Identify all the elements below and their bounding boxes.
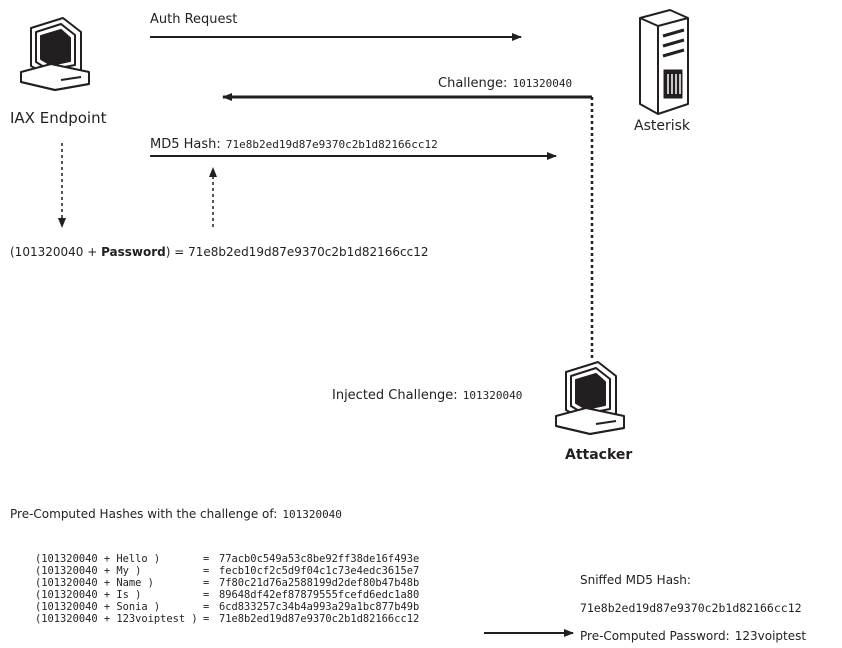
precomputed-password-result: Pre-Computed Password: 123voiptest — [580, 625, 806, 644]
precomputed-heading-text: Pre-Computed Hashes with the challenge o… — [10, 507, 278, 521]
endpoint-computer-icon — [20, 17, 90, 91]
hash-row: (101320040 + Hello ) = 77acb0c549a53c8be92… — [10, 541, 419, 565]
hash-row-match: (101320040 + 123voiptest ) = 71e8b2ed19d87… — [10, 601, 419, 625]
precomputed-password-value: 123voiptest — [734, 629, 807, 643]
hash-row-equals: = — [203, 577, 210, 589]
injected-value: 101320040 — [462, 389, 523, 402]
asterisk-server-icon — [639, 9, 689, 115]
attacker-label: Attacker — [565, 447, 633, 463]
hash-row: (101320040 + Sonia ) = 6cd833257c34b4a993a… — [10, 589, 419, 613]
hash-formula: (101320040 + Password) = 71e8b2ed19d87e9… — [10, 241, 429, 260]
injected-challenge-label: Injected Challenge: 101320040 — [332, 384, 522, 403]
precomputed-hash-table: (101320040 + Hello ) = 77acb0c549a53c8be92… — [10, 541, 419, 625]
hash-row-value: 89648df42ef87879555fcefd6edc1a80 — [219, 589, 420, 601]
hash-row: (101320040 + Name ) = 7f80c21d76a2588199d2… — [10, 565, 419, 589]
hash-row-input: (101320040 + Hello ) — [35, 553, 161, 565]
injected-prefix: Injected Challenge: — [332, 388, 458, 403]
precomputed-heading: Pre-Computed Hashes with the challenge o… — [10, 503, 342, 522]
precomputed-password-label: Pre-Computed Password: — [580, 629, 730, 643]
hash-row-equals: = — [203, 613, 210, 625]
auth-request-label: Auth Request — [150, 12, 238, 27]
challenge-prefix: Challenge: — [438, 76, 508, 91]
hash-row-input: (101320040 + Sonia ) — [35, 601, 161, 613]
hash-row-value: 71e8b2ed19d87e9370c2b1d82166cc12 — [219, 613, 420, 625]
hash-row-input: (101320040 + Is ) — [35, 589, 142, 601]
hash-row-input: (101320040 + Name ) — [35, 577, 154, 589]
challenge-value: 101320040 — [512, 77, 573, 90]
hash-row-value: fecb10cf2c5d9f04c1c73e4edc3615e7 — [219, 565, 420, 577]
hash-row: (101320040 + Is ) = 89648df42ef87879555fce… — [10, 577, 419, 601]
endpoint-label: IAX Endpoint — [10, 109, 107, 127]
hash-row-value: 6cd833257c34b4a993a29a1bc877b49b — [219, 601, 420, 613]
hash-row-input: (101320040 + My ) — [35, 565, 142, 577]
sniffed-hash-label: Sniffed MD5 Hash: — [580, 573, 691, 587]
formula-password: Password — [101, 245, 166, 259]
hash-row-equals: = — [203, 589, 210, 601]
hash-row-value: 77acb0c549a53c8be92ff38de16f493e — [219, 553, 420, 565]
challenge-label: Challenge: 101320040 — [438, 72, 572, 91]
hash-row-equals: = — [203, 565, 210, 577]
md5-value: 71e8b2ed19d87e9370c2b1d82166cc12 — [225, 138, 438, 151]
hash-row-value: 7f80c21d76a2588199d2def80b47b48b — [219, 577, 420, 589]
attacker-computer-icon — [555, 361, 625, 435]
server-label: Asterisk — [634, 118, 691, 134]
md5-prefix: MD5 Hash: — [150, 137, 221, 152]
hash-row: (101320040 + My ) = fecb10cf2c5d9f04c1c73e… — [10, 553, 419, 577]
formula-open: (101320040 + — [10, 245, 102, 259]
sniffed-hash-value: 71e8b2ed19d87e9370c2b1d82166cc12 — [580, 601, 802, 615]
hash-row-input: (101320040 + 123voiptest ) — [35, 613, 198, 625]
formula-close: ) = 71e8b2ed19d87e9370c2b1d82166cc12 — [165, 245, 429, 259]
hash-row-equals: = — [203, 601, 210, 613]
hash-row-equals: = — [203, 553, 210, 565]
md5-hash-label: MD5 Hash: 71e8b2ed19d87e9370c2b1d82166cc… — [150, 133, 438, 152]
precomputed-heading-value: 101320040 — [282, 508, 342, 521]
